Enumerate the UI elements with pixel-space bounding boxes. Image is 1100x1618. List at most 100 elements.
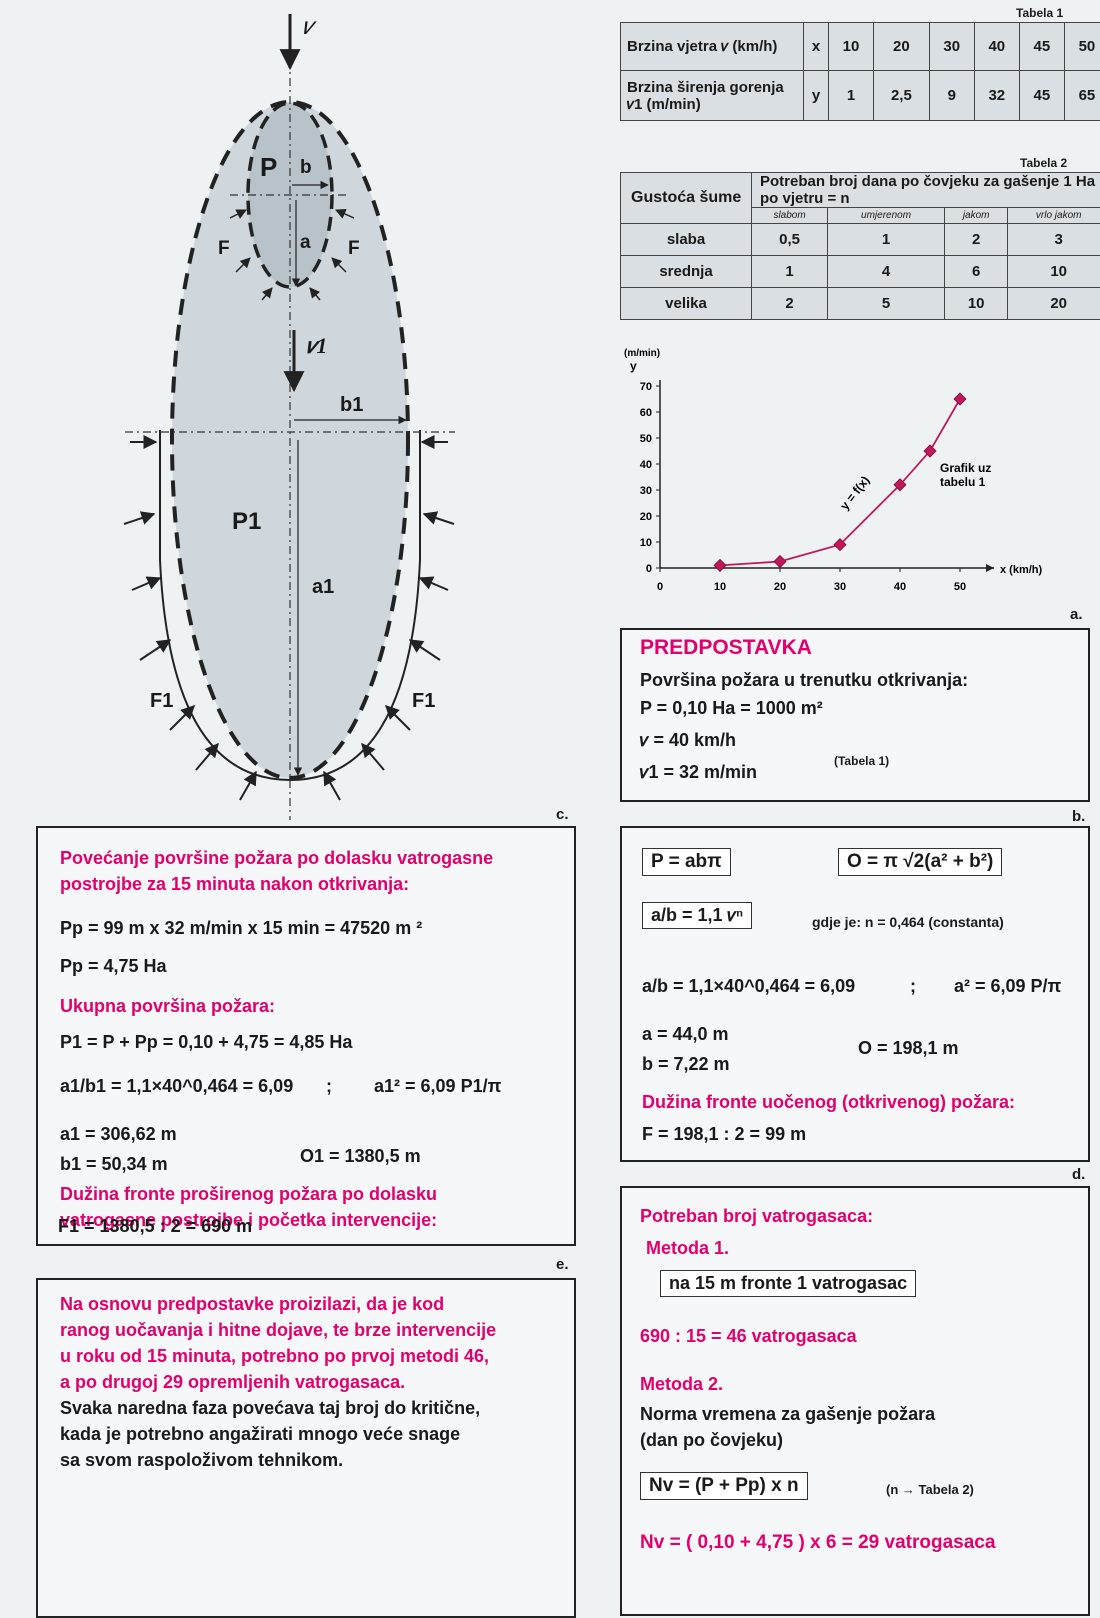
table1-cell: 45: [1019, 23, 1064, 71]
chart-note-line2: tabelu 1: [940, 475, 986, 489]
f1-value: F1 = 1380,5 : 2 = 690 m: [58, 1216, 252, 1237]
table2-col0: Gustoća šume: [621, 173, 752, 224]
conclusion-line: sa svom raspoloživom tehnikom.: [60, 1450, 343, 1471]
curve-label: y = f(x): [837, 473, 872, 512]
label-P1: P1: [232, 508, 261, 536]
label-v: 𝑣: [302, 14, 313, 41]
y-tick-label: 0: [646, 563, 652, 575]
table2-cell: 4: [828, 256, 945, 288]
ratio-semicolon: ;: [910, 976, 916, 997]
table2-cell: 1: [752, 256, 828, 288]
table1-row2-var: y: [804, 71, 829, 121]
conclusion-line: ranog uočavanja i hitne dojave, te brze …: [60, 1320, 496, 1341]
y-tick-label: 60: [640, 407, 652, 419]
table2-row-label: srednja: [621, 256, 752, 288]
data-point: [774, 556, 786, 568]
chart-note-line1: Grafik uz: [940, 461, 991, 475]
method2-result: Nv = ( 0,10 + 4,75 ) x 6 = 29 vatrogasac…: [640, 1532, 995, 1554]
conclusion-line: u roku od 15 minuta, potrebno po prvoj m…: [60, 1346, 489, 1367]
method2-text1: Norma vremena za gašenje požara: [640, 1404, 935, 1425]
a-value: a = 44,0 m: [642, 1024, 729, 1045]
table1-cell: 32: [974, 71, 1019, 121]
expansion-title1: Povećanje površine požara po dolasku vat…: [60, 848, 493, 869]
table2-caption: Tabela 2: [1020, 156, 1067, 170]
section-letter-a: a.: [1070, 606, 1083, 623]
table1-cell: 50: [1064, 23, 1100, 71]
table2-cell: 2: [944, 224, 1007, 256]
table1-cell: 10: [829, 23, 874, 71]
x-tick-label: 20: [774, 581, 786, 593]
formula-box: P = abπ O = π √2(a² + b²) a/b = 1,1 𝑣ⁿ g…: [620, 826, 1090, 1162]
label-F-left: F: [218, 238, 230, 260]
b-value: b = 7,22 m: [642, 1054, 730, 1075]
expansion-box: Povećanje površine požara po dolasku vat…: [36, 826, 576, 1246]
ratio-note: gdje je: n = 0,464 (constanta): [812, 914, 1004, 930]
front1-title1: Dužina fronte proširenog požara po dolas…: [60, 1184, 437, 1205]
table2-cell: 6: [944, 256, 1007, 288]
data-point: [714, 559, 726, 571]
table1-row1-label: Brzina vjetra 𝑣 (km/h): [621, 23, 804, 71]
x-axis-arrow: [986, 564, 994, 572]
perimeter-formula: O = π √2(a² + b²): [838, 848, 1002, 876]
o-value: O = 198,1 m: [858, 1038, 959, 1059]
method1-title: Metoda 1.: [646, 1238, 729, 1259]
x-axis-label: x (km/h): [1000, 564, 1043, 576]
total-area-title: Ukupna površina požara:: [60, 996, 275, 1017]
method2-formula: Nv = (P + Pp) x n: [640, 1472, 808, 1500]
pp-value: Pp = 4,75 Ha: [60, 956, 167, 977]
y-tick-label: 40: [640, 459, 652, 471]
method2-title: Metoda 2.: [640, 1374, 723, 1395]
y-tick-label: 70: [640, 381, 652, 393]
assumption-title: PREDPOSTAVKA: [640, 636, 812, 660]
table1-cell: 1: [829, 71, 874, 121]
conclusion-box: Na osnovu predpostavke proizilazi, da je…: [36, 1278, 576, 1618]
table1-cell: 40: [974, 23, 1019, 71]
table2-sub: jakom: [944, 208, 1007, 224]
x-tick-label: 30: [834, 581, 846, 593]
front-value: F = 198,1 : 2 = 99 m: [642, 1124, 806, 1145]
table1: Brzina vjetra 𝑣 (km/h) x 10 20 30 40 45 …: [620, 22, 1100, 121]
ratio1-semicolon: ;: [326, 1076, 332, 1097]
conclusion-line: kada je potrebno angažirati mnogo veće s…: [60, 1424, 460, 1445]
assumption-line1: Površina požara u trenutku otkrivanja:: [640, 670, 968, 691]
conclusion-line: Svaka naredna faza povećava taj broj do …: [60, 1398, 480, 1419]
assumption-line2: P = 0,10 Ha = 1000 m²: [640, 698, 823, 719]
y-axis-var: y: [630, 359, 637, 373]
method1-rule: na 15 m fronte 1 vatrogasac: [660, 1270, 916, 1297]
front-title: Dužina fronte uočenog (otkrivenog) požar…: [642, 1092, 1015, 1113]
table1-row1-var: x: [804, 23, 829, 71]
area-formula: P = abπ: [642, 848, 731, 876]
ratio1-calc: a1/b1 = 1,1×40^0,464 = 6,09: [60, 1076, 293, 1097]
x-tick-label: 40: [894, 581, 906, 593]
label-a: a: [300, 232, 311, 254]
expansion-title2: postrojbe za 15 minuta nakon otkrivanja:: [60, 874, 409, 895]
y-tick-label: 20: [640, 511, 652, 523]
method2-text2: (dan po čovjeku): [640, 1430, 783, 1451]
label-F1-left: F1: [150, 690, 173, 713]
table2-cell: 3: [1008, 224, 1100, 256]
table2-cell: 2: [752, 288, 828, 320]
table1-cell: 2,5: [874, 71, 930, 121]
label-a1: a1: [312, 576, 334, 599]
table2-sub: umjerenom: [828, 208, 945, 224]
firefighters-box: Potreban broj vatrogasaca: Metoda 1. na …: [620, 1186, 1090, 1616]
y-tick-label: 10: [640, 537, 652, 549]
table2-sub: vrlo jakom: [1008, 208, 1100, 224]
table2-row-label: velika: [621, 288, 752, 320]
firefighters-title: Potreban broj vatrogasaca:: [640, 1206, 873, 1227]
table1-cell: 65: [1064, 71, 1100, 121]
section-letter-e: e.: [556, 1256, 569, 1273]
table2-cell: 1: [828, 224, 945, 256]
method1-result: 690 : 15 = 46 vatrogasaca: [640, 1326, 857, 1347]
label-v1: 𝑣1: [306, 333, 327, 359]
assumption-box: PREDPOSTAVKA Površina požara u trenutku …: [620, 628, 1090, 802]
label-F1-right: F1: [412, 690, 435, 713]
y-axis-unit: (m/min): [624, 348, 660, 359]
section-letter-c: c.: [556, 806, 569, 823]
table2-header: Potreban broj dana po čovjeku za gašenje…: [752, 173, 1100, 208]
table1-caption: Tabela 1: [1016, 6, 1063, 20]
label-F-right: F: [348, 238, 360, 260]
table2-cell: 5: [828, 288, 945, 320]
label-P: P: [260, 152, 277, 183]
